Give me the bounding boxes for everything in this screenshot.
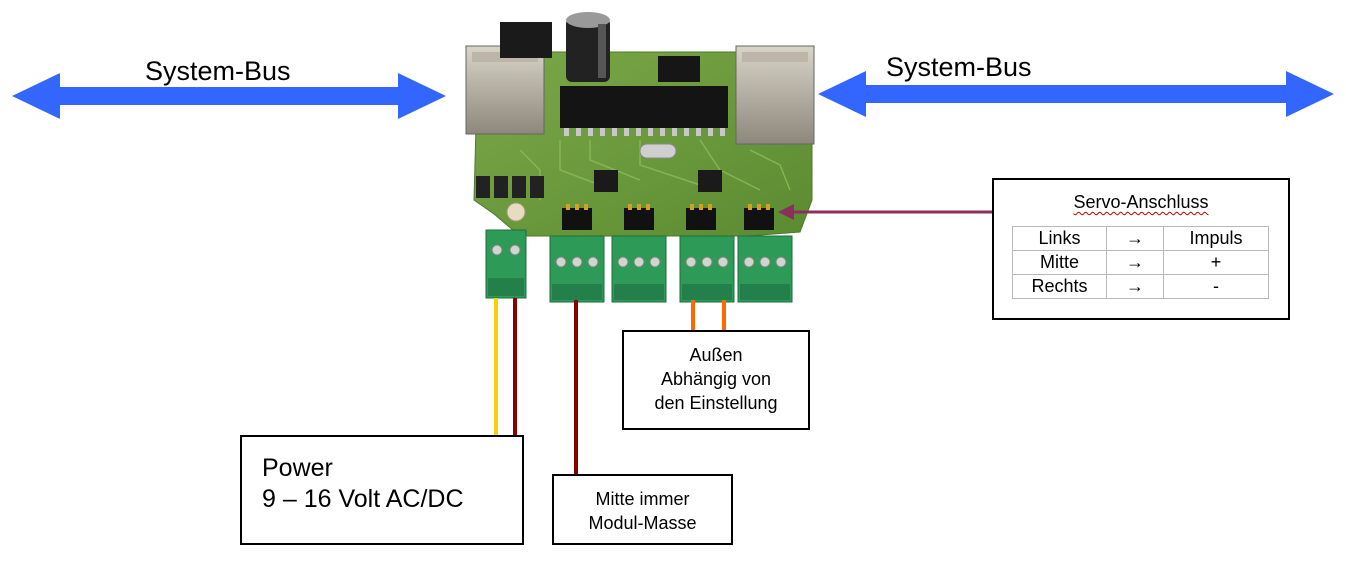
pin-cell: Mitte — [1012, 250, 1107, 275]
arrow-cell: → — [1106, 274, 1164, 299]
aussen-line-3: den Einstellung — [654, 393, 778, 413]
table-row: Mitte → + — [1012, 250, 1269, 275]
masse-line-1: Mitte immer — [595, 489, 690, 509]
pin-cell: Links — [1012, 226, 1107, 251]
signal-cell: - — [1163, 274, 1269, 299]
system-bus-arrow-left — [12, 73, 446, 119]
signal-cell: Impuls — [1163, 226, 1269, 251]
pin-cell: Rechts — [1012, 274, 1107, 299]
system-bus-arrow-right — [818, 71, 1334, 117]
system-bus-label-left: System-Bus — [145, 56, 291, 86]
power-box: Power 9 – 16 Volt AC/DC — [240, 435, 524, 545]
servo-pointer-arrowhead — [778, 204, 794, 220]
masse-line-2: Modul-Masse — [588, 513, 697, 533]
servo-connector-box: Servo-Anschluss Links → Impuls Mitte → +… — [992, 178, 1290, 320]
signal-cell: + — [1163, 250, 1269, 275]
aussen-line-2: Abhängig von — [660, 369, 772, 389]
arrow-cell: → — [1106, 250, 1164, 275]
masse-box: Mitte immer Modul-Masse — [552, 474, 733, 545]
arrow-cell: → — [1106, 226, 1164, 251]
power-voltage: 9 – 16 Volt AC/DC — [262, 485, 464, 513]
aussen-box: Außen Abhängig von den Einstellung — [622, 330, 810, 430]
servo-title: Servo-Anschluss — [1073, 192, 1209, 212]
table-row: Rechts → - — [1012, 274, 1269, 299]
system-bus-label-right: System-Bus — [886, 52, 1032, 82]
power-title: Power — [262, 454, 333, 482]
aussen-line-1: Außen — [689, 345, 743, 365]
pcb-module-photo — [465, 12, 815, 303]
servo-pin-table: Links → Impuls Mitte → + Rechts → - — [1012, 226, 1269, 299]
table-row: Links → Impuls — [1012, 226, 1269, 251]
